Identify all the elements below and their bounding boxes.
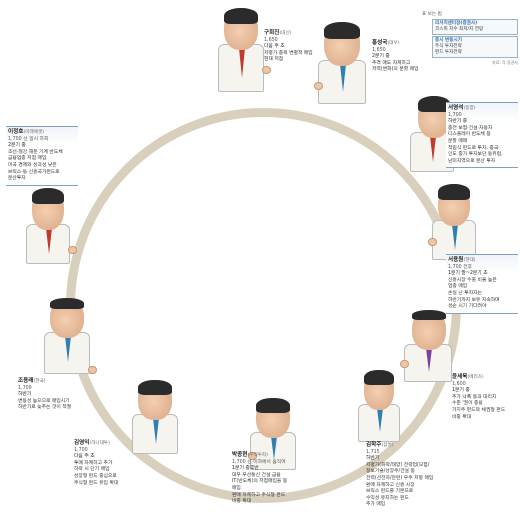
face-koo [224,8,258,50]
face-park [256,398,290,438]
figure-seo2 [428,182,480,262]
legend-box-bottom: 증시 변동시기 주식 투자전략 펀드 투자전략 [432,36,518,58]
tie-kim [153,418,159,444]
legend-line-4: 주식 투자전략 [435,44,462,49]
figure-kim [130,378,182,456]
term-cho: 하반기 [18,392,32,398]
card-kim: 김영익(하나대투) 1,700 다음 주 초 투매 자제하고 추가 하락 시 단… [74,440,138,487]
tie-koo [239,48,245,78]
org-seo1: (동양) [463,106,476,111]
face-cho [50,298,84,338]
legend-line-2: 코스피 지수 최저/지 전망 [435,27,484,32]
desc-park: 대우 우선통신 건설 금융 IT(반도체)의 저점매입을 등 매입 환매 자제하… [232,472,288,505]
org-lee: (미래에셋) [23,130,44,135]
legend: 표 보는 법 리서치센터장(증권사) 코스피 지수 최저/지 전망 증시 변동시… [422,12,518,66]
figure-yoon [400,310,458,384]
card-seo1: 서영석(동양) 1,700 하반기 중 종전 보험·건설·자동차 디스플레이 반… [446,102,518,169]
figure-lee [22,186,77,266]
tie-hong [340,64,346,92]
value-seo2: 1,700 전후 [448,264,473,270]
value-lee: 1,700 선 일시 하회 [8,136,49,142]
org-yoon: (메리츠) [467,375,484,380]
value-yoon: 1,600 [452,381,466,387]
face-kim [138,380,172,420]
card-yoon: 윤세욱(메리츠) 1,600 1분기 중 추가 낙폭 등과 대리지 수준 '권이… [452,374,518,421]
face-hong [324,22,360,66]
figure-park [248,396,300,472]
org-hong: (대우) [387,41,400,46]
legend-source: 자료: 각 증권사 [492,60,518,65]
tie-lee [46,228,52,254]
value-seo1: 1,700 [448,112,462,118]
value-kim: 1,700 [74,447,88,453]
face-lee [32,188,64,230]
term-kim: 다음 주 초 [74,454,95,460]
term-koo: 다음 주 초 [264,44,285,50]
term-park: 1분기 중후반 [232,466,259,472]
desc-kim: 투매 자제하고 추가 하락 시 단기 매입 성장형 펀드 중심으로 주식형 펀드… [74,460,119,486]
org-seo2: (현대) [463,258,476,263]
tie-cho [65,336,71,362]
org-kang: (삼성) [381,443,394,448]
org-kim: (하나대투) [89,441,110,446]
value-hong: 1,650 [372,47,386,53]
tie-yoon [426,348,432,372]
desc-koo: 저평가 종목 변별적 매입 현재 저점 [264,50,313,63]
card-cho: 조용래(한국) 1,700 하반기 변동성 높으므로 매입시기 하반기로 늦추는… [18,378,90,412]
card-kang: 김학주(삼성) 1,715 하반기 저평가(화학/태양) 전략업(모험/ 정보기… [366,442,452,509]
card-park: 박종현(우리투자) 1,700 선 이하에서 움직여 1분기 중후반 대우 우선… [232,452,302,506]
desc-seo2: 신흥시장 수출 비율 높은 업종 매입 손실 난 투자자는 하반기까지 보유 지… [448,277,500,310]
card-seo2: 서용원(현대) 1,700 전후 1분기 말~2분기 초 신흥시장 수출 비율 … [446,254,518,314]
legend-header: 표 보는 법 [422,12,442,17]
card-hong: 홍성국(대우) 1,650 2분기 중 추격 매도 자제하고 저력(변화)의 분… [372,40,434,74]
legend-line-3: 증시 변동시기 [435,38,462,43]
legend-line-1: 리서치센터장(증권사) [435,21,478,26]
tie-seo1 [430,136,436,162]
tie-seo2 [452,224,458,250]
desc-hong: 추격 매도 자제하고 저력(변화)의 분할 매입 [372,60,419,73]
face-seo2 [438,184,470,226]
desc-seo1: 종전 보험·건설·자동차 디스플레이 반도체 등 분할 매매 적립식 펀드로 투… [448,125,503,164]
value-koo: 1,650 [264,37,278,43]
tie-kang [377,408,383,432]
org-cho: (한국) [33,379,46,384]
desc-cho: 변동성 높으므로 매입시기 하반기로 늦추는 것이 적절 [18,398,72,411]
card-koo: 구희진(대신) 1,650 다음 주 초 저평가 종목 변별적 매입 현재 저점 [264,30,324,64]
desc-kang: 저평가(화학/태양) 전략업(모험/ 정보기술/성장주/건설 등 전력(선전자/… [366,462,434,508]
term-kang: 하반기 [366,456,380,462]
term-seo1: 하반기 중 [448,119,468,125]
term-yoon: 1분기 중 [452,388,470,394]
org-koo: (대신) [279,31,292,36]
term-hong: 2분기 중 [372,54,390,60]
value-park: 1,700 선 이하에서 움직여 [232,459,286,465]
face-yoon [412,310,446,350]
figure-hong [312,20,372,106]
card-lee: 이정호(미래에셋) 1,700 선 일시 하회 2분기 중 조선·철강 해운 기… [6,126,78,186]
figure-cho [40,296,98,376]
face-kang [364,370,394,410]
legend-line-5: 펀드 투자전략 [435,50,462,55]
tie-park [271,436,277,460]
org-park: (우리투자) [247,453,268,458]
desc-yoon: 추가 낙폭 등과 대리지 수준 '권이 종용 가치주 펀드와 채권형 펀드 비중… [452,394,506,420]
value-kang: 1,715 [366,449,380,455]
term-seo2: 1분기 말~2분기 초 [448,271,488,277]
term-lee: 2분기 중 [8,143,26,149]
figure-kang [356,368,404,444]
figure-koo [212,6,272,94]
desc-lee: 조선·철강 해운 기계 반도체 금융업종 저점 매입 미국 경제와 성과성 낮은… [8,149,63,182]
legend-box-top: 리서치센터장(증권사) 코스피 지수 최저/지 전망 [432,19,518,35]
value-cho: 1,700 [18,385,32,391]
face-seo1 [418,96,450,138]
